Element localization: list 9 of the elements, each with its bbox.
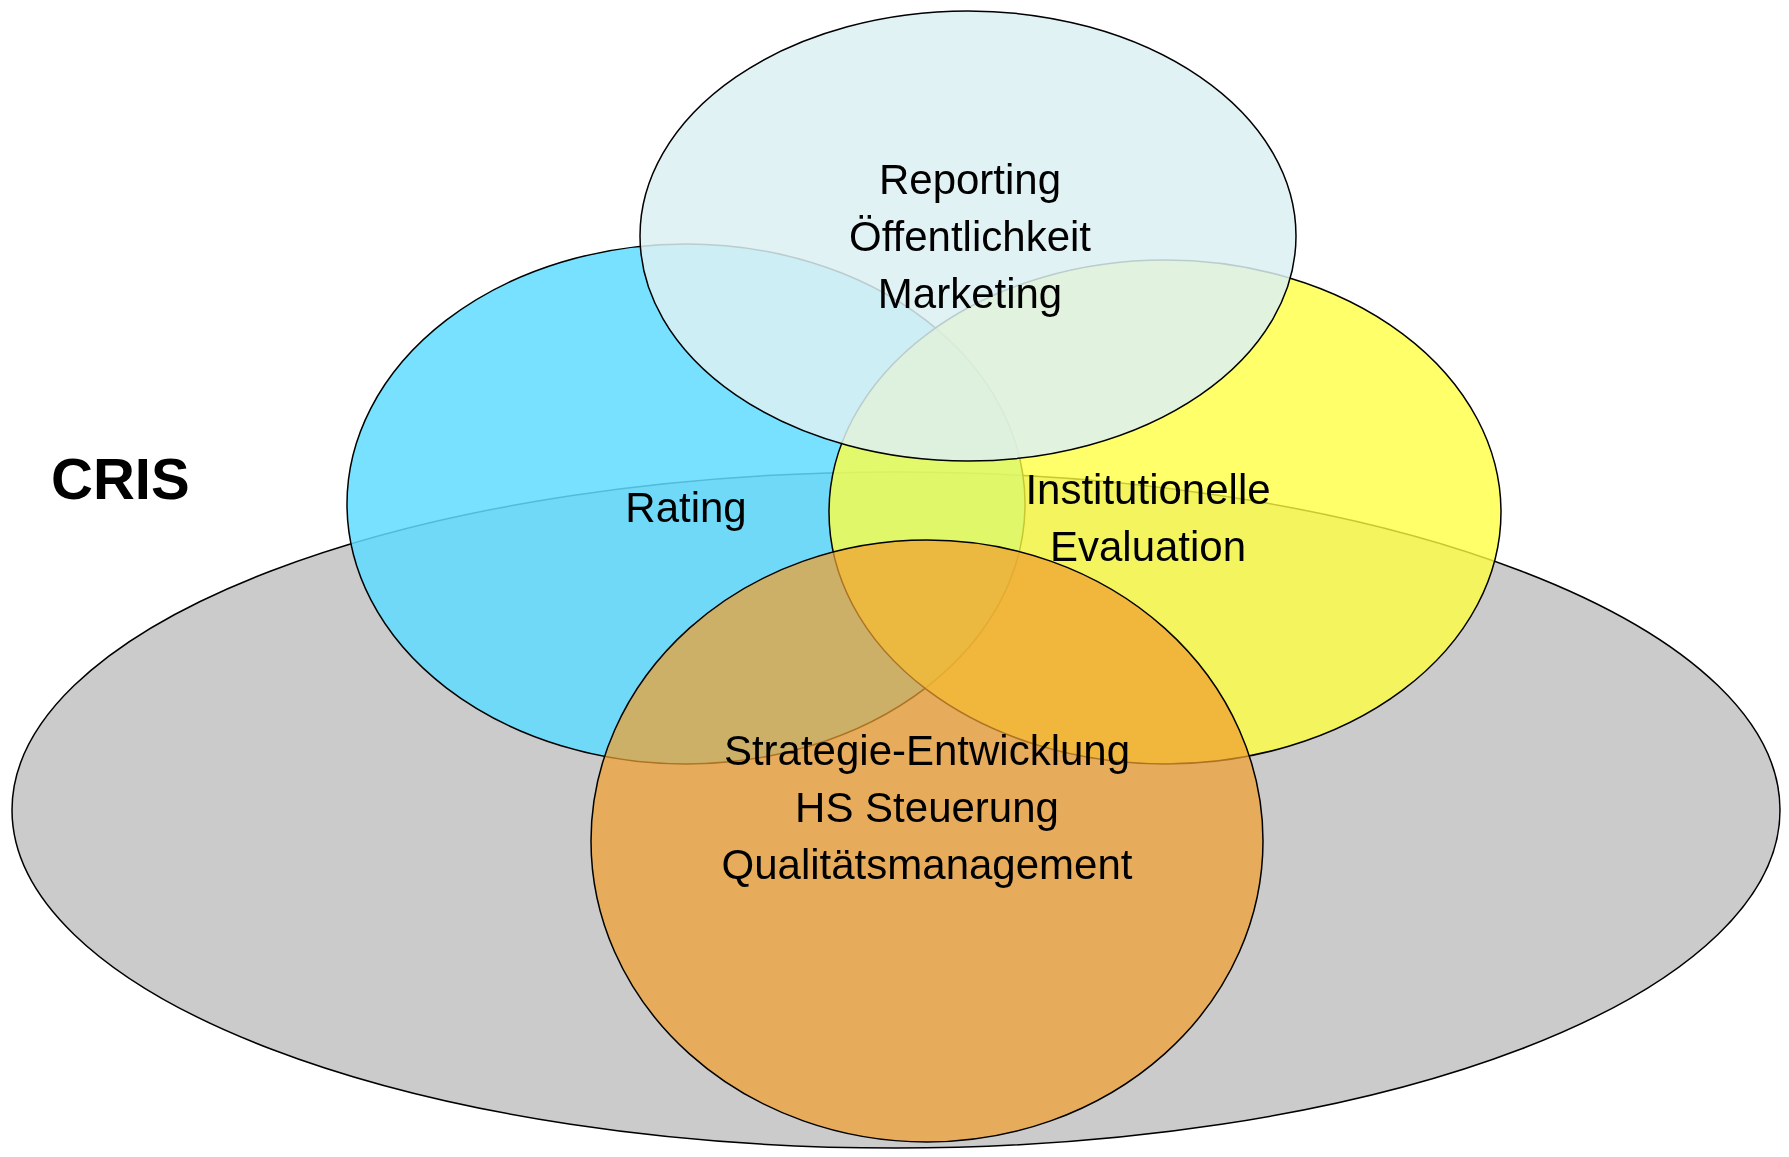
circle-label: Rating <box>624 483 748 533</box>
circle-label: Marketing <box>876 269 1064 319</box>
group-label: CRIS <box>51 445 191 513</box>
circle-label: Reporting <box>877 155 1063 205</box>
circle-label: Qualitätsmanagement <box>720 840 1134 890</box>
circle-label: HS Steuerung <box>794 783 1060 833</box>
circle-label: Institutionelle Evaluation <box>1024 465 1272 572</box>
circle-label: Strategie-Entwicklung <box>722 726 1132 776</box>
circle-label: Öffentlichkeit <box>848 212 1092 262</box>
